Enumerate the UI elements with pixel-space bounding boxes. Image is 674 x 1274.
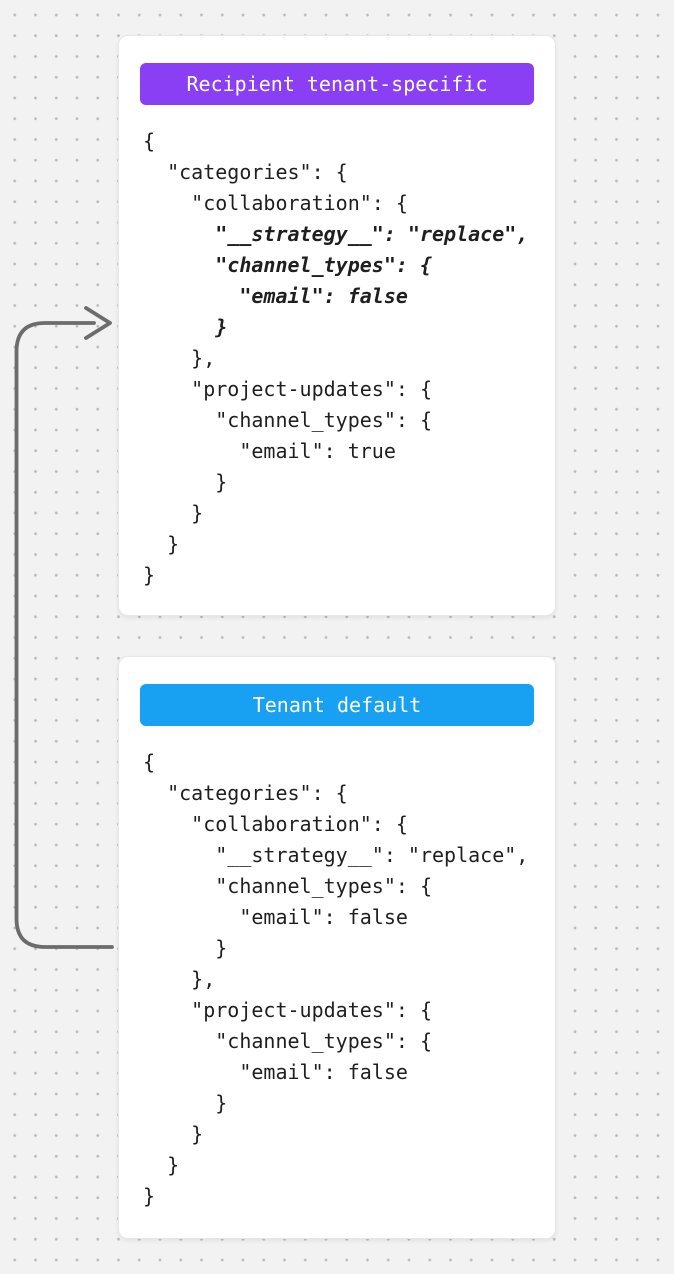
code-line: } [143, 501, 204, 525]
code-line: { [143, 129, 156, 153]
tenant-default-badge: Tenant default [140, 684, 534, 726]
recipient-tenant-specific-badge: Recipient tenant-specific [140, 63, 534, 105]
card-tenant-default: Tenant default { "categories": { "collab… [118, 656, 556, 1239]
code-line: "collaboration": { [143, 191, 408, 215]
code-line: "channel_types": { [143, 1029, 432, 1053]
code-line: } [143, 532, 180, 556]
flow-arrow-line [14, 321, 114, 949]
code-line: } [143, 1091, 228, 1115]
flow-arrow-head [84, 306, 112, 340]
recipient-tenant-specific-json-code: { "categories": { "collaboration": { "__… [143, 126, 534, 591]
code-line: "categories": { [143, 160, 348, 184]
code-line: } [143, 1184, 156, 1208]
code-line: } [143, 1122, 204, 1146]
code-line: "email": true [143, 439, 396, 463]
code-line: "__strategy__": "replace", [143, 843, 529, 867]
code-line: } [143, 470, 228, 494]
code-line: } [143, 1153, 180, 1177]
code-line: "collaboration": { [143, 812, 408, 836]
code-line: "email": false [143, 905, 408, 929]
code-line: } [143, 315, 228, 339]
card-recipient-tenant-specific: Recipient tenant-specific { "categories"… [118, 35, 556, 616]
code-line: "project-updates": { [143, 377, 432, 401]
code-line: "project-updates": { [143, 998, 432, 1022]
code-line: } [143, 936, 228, 960]
code-line: "channel_types": { [143, 253, 432, 277]
code-line: "channel_types": { [143, 408, 432, 432]
code-line: "email": false [143, 284, 408, 308]
code-line: "channel_types": { [143, 874, 432, 898]
tenant-default-json-code: { "categories": { "collaboration": { "__… [143, 747, 534, 1212]
code-line: }, [143, 967, 216, 991]
flow-arrow-icon [14, 306, 114, 949]
code-line: "categories": { [143, 781, 348, 805]
code-line: { [143, 750, 156, 774]
code-line: } [143, 563, 156, 587]
code-line: }, [143, 346, 216, 370]
code-line: "email": false [143, 1060, 408, 1084]
code-line: "__strategy__": "replace", [143, 222, 529, 246]
